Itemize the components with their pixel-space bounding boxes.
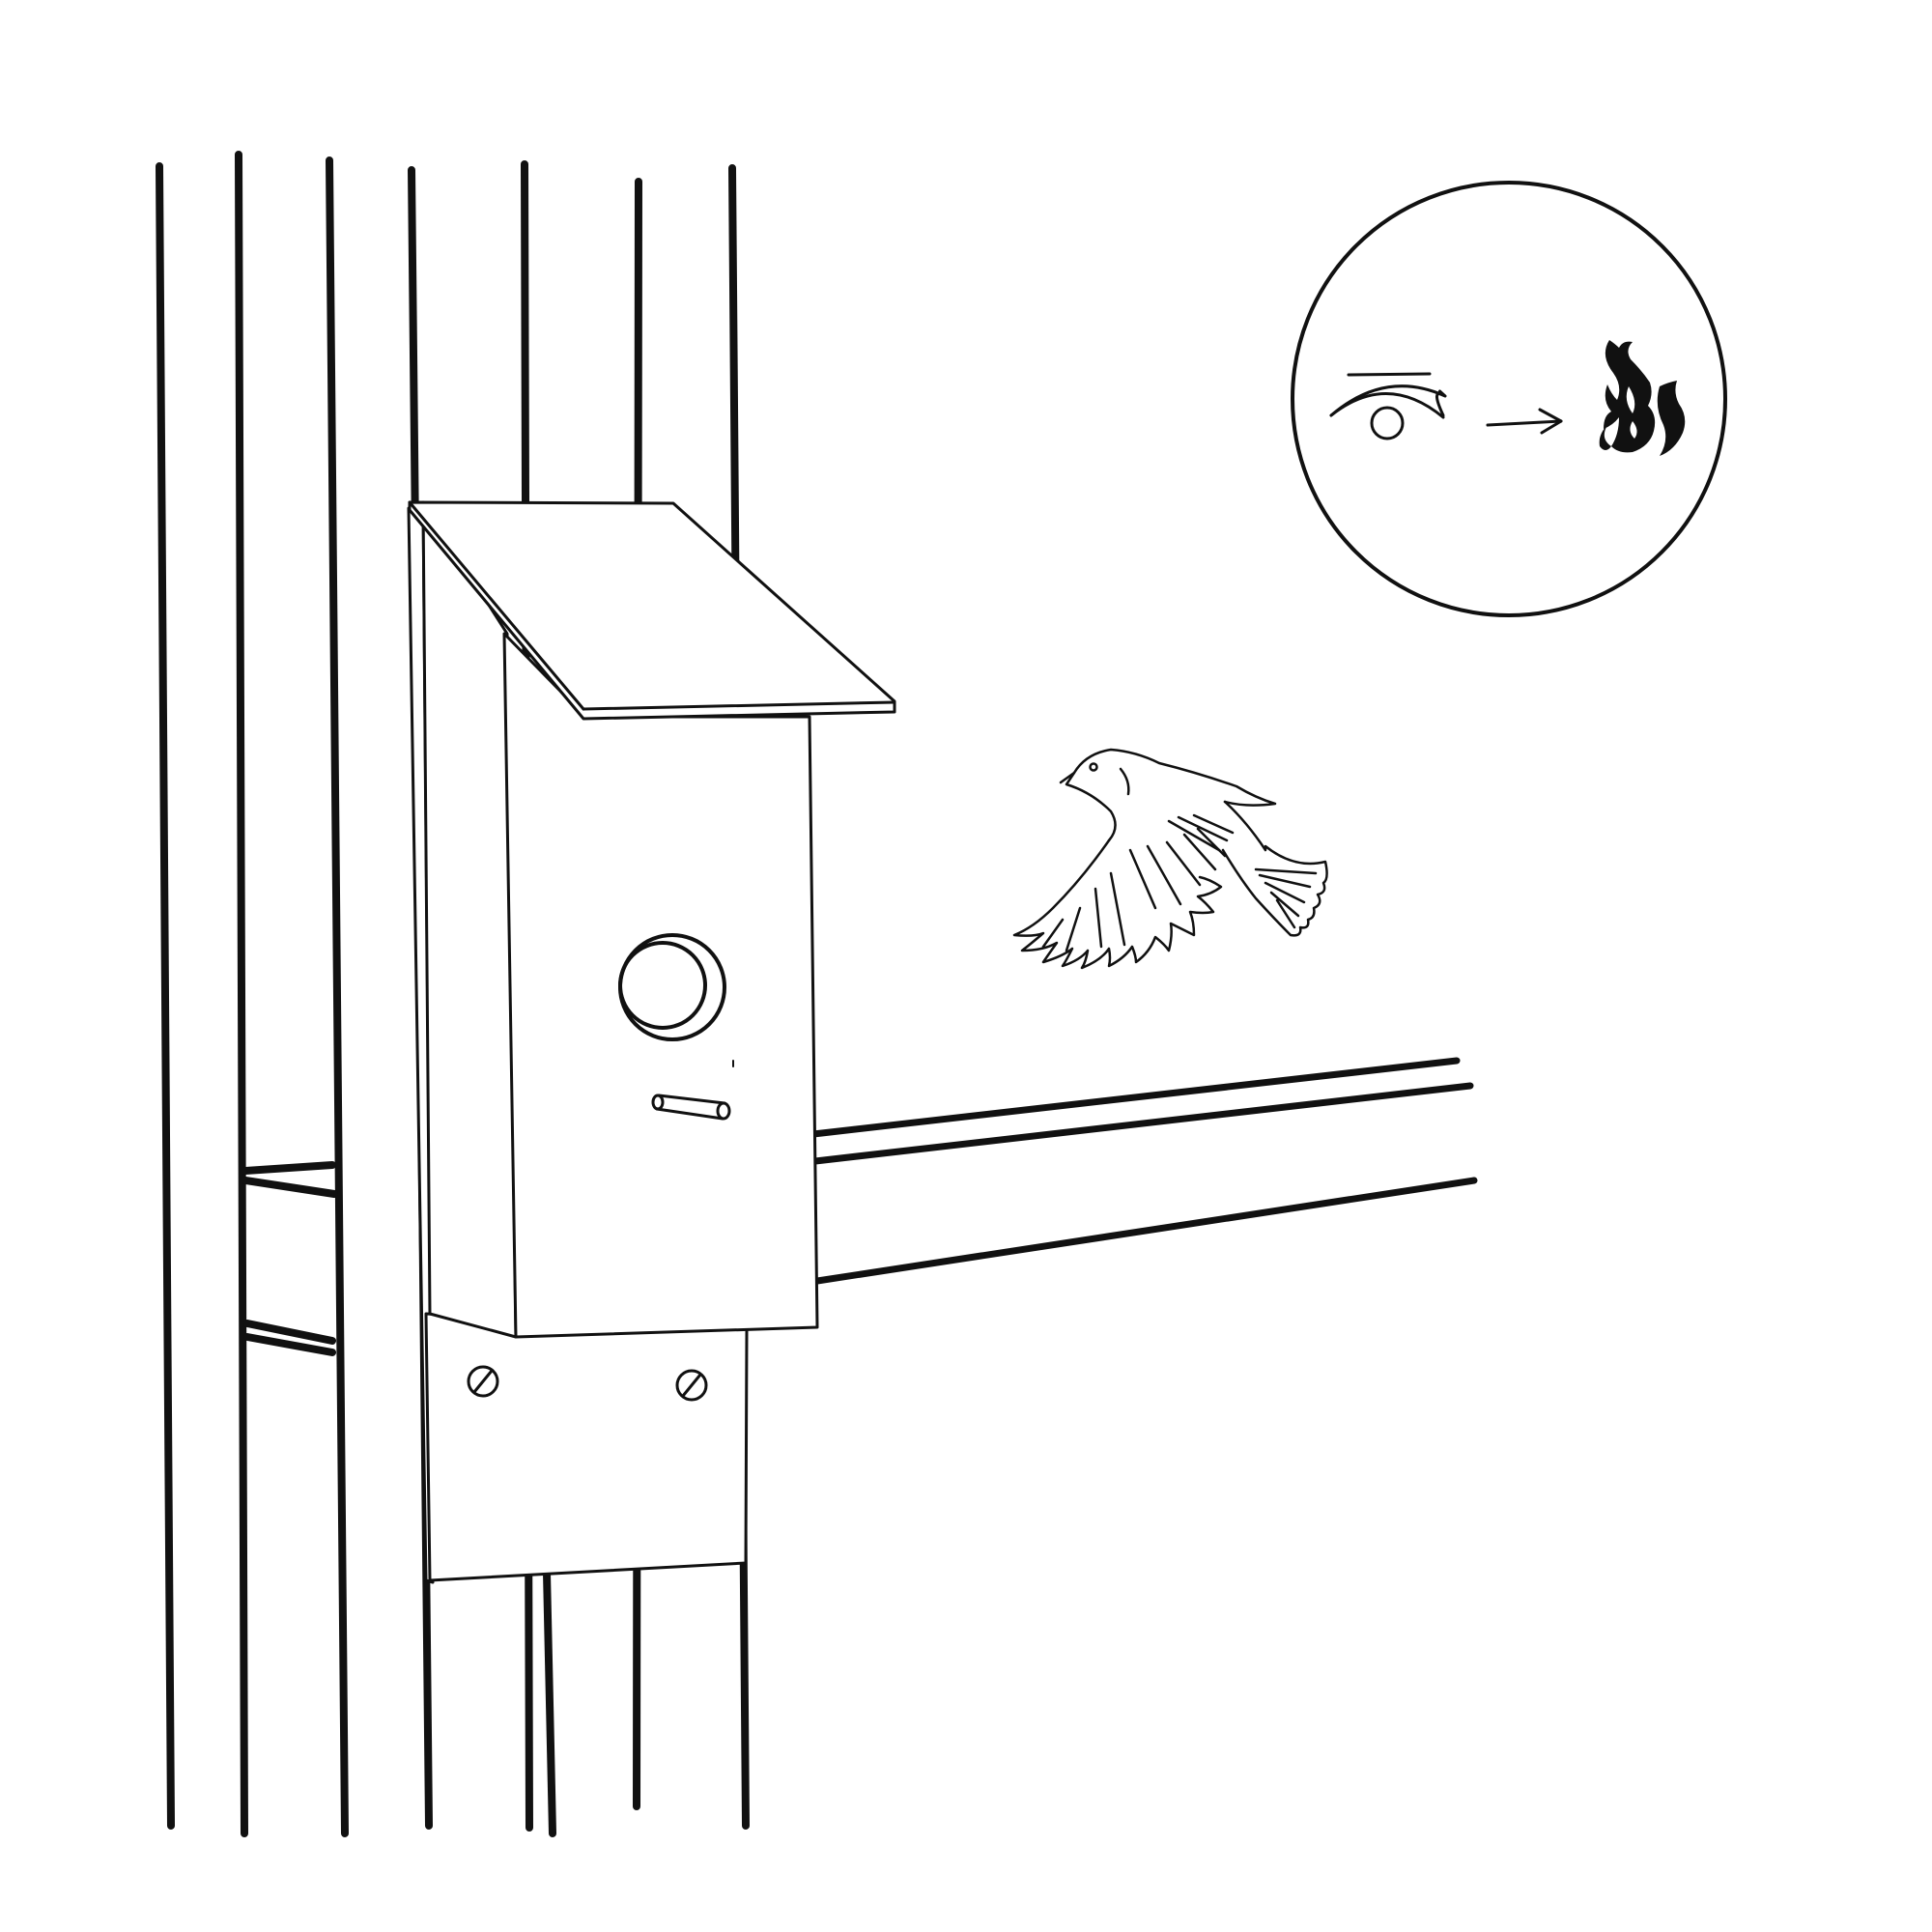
bird-wing (1012, 838, 1223, 970)
pole-crossbars (242, 1161, 338, 1356)
crossbar (243, 1320, 336, 1345)
pole-line (156, 162, 175, 1830)
birdhouse-perch (651, 1094, 731, 1121)
wire (810, 1057, 1461, 1138)
screw-icon (467, 1365, 499, 1398)
screw-icon (675, 1369, 708, 1402)
bird-eye (1089, 762, 1098, 772)
eye-icon (1329, 372, 1447, 440)
icon-badge-circle (1291, 181, 1727, 617)
crossbar (243, 1333, 336, 1356)
mounting-board-plate (424, 1312, 749, 1582)
arrow-right-icon (1486, 408, 1563, 435)
flame-icon (1599, 340, 1686, 456)
wire (813, 1177, 1478, 1285)
bird-tail (1221, 800, 1328, 937)
crossbar (242, 1161, 336, 1175)
wire (811, 1082, 1474, 1165)
crossbar (242, 1177, 338, 1198)
birdhouse-side (421, 500, 518, 1339)
wires (810, 1057, 1478, 1285)
bird-in-flight (1012, 748, 1328, 970)
roof-edge (582, 700, 896, 711)
roof-edge (408, 500, 585, 711)
birdhouse-roof (408, 500, 896, 721)
bird-body (1059, 748, 1277, 807)
pole-line (543, 1569, 556, 1837)
pole-line (326, 156, 349, 1837)
birdhouse-entrance-hole-inner (618, 941, 707, 1030)
icon-badge (1291, 181, 1727, 617)
birdhouse (407, 500, 896, 1584)
pole-line (235, 151, 248, 1837)
